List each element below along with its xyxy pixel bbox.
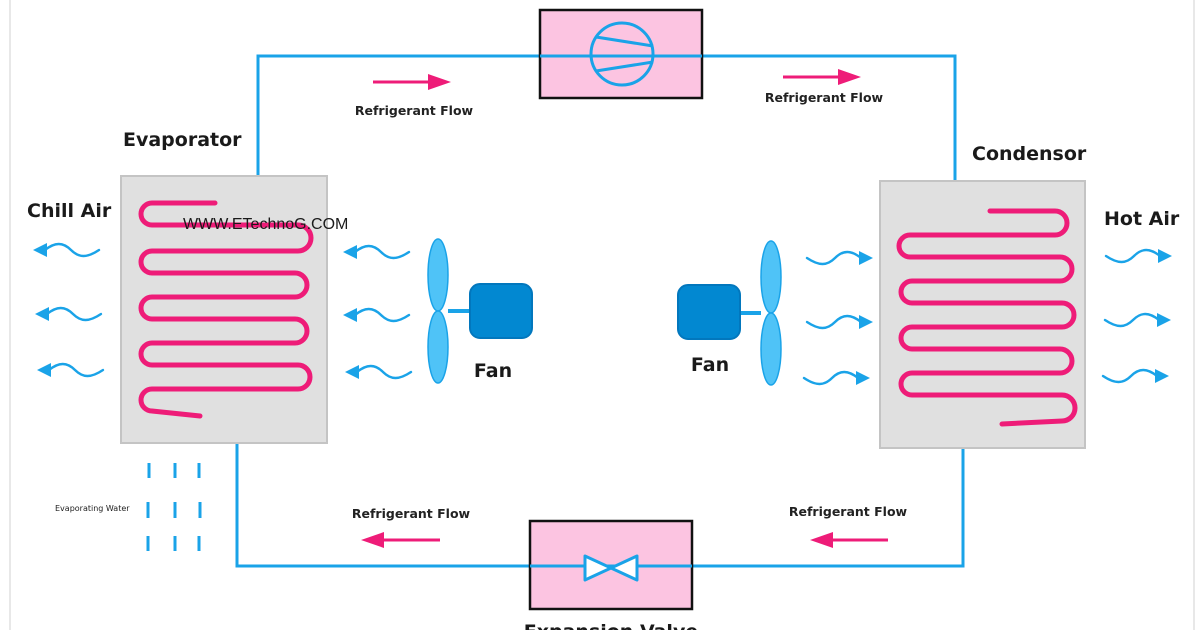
fan-right: Fan bbox=[677, 240, 782, 386]
air-arrow bbox=[343, 307, 411, 323]
air-arrow bbox=[1101, 368, 1169, 384]
fan-right-label: Fan bbox=[691, 354, 729, 376]
fan-left-label: Fan bbox=[474, 360, 512, 382]
evaporating-water-label: Evaporating Water bbox=[55, 504, 130, 513]
fan-icon bbox=[427, 238, 533, 384]
air-arrows-fan-right-in bbox=[802, 250, 873, 386]
flow-label-bottom-right: Refrigerant Flow bbox=[789, 504, 908, 519]
condenser-box bbox=[879, 180, 1086, 449]
air-arrows-hot-out bbox=[1101, 248, 1172, 384]
evaporator-coil bbox=[138, 200, 314, 419]
condenser-title: Condensor bbox=[972, 143, 1087, 165]
air-arrow bbox=[33, 242, 101, 258]
fan-icon bbox=[677, 240, 782, 386]
compressor-icon bbox=[589, 21, 655, 87]
expansion-valve: Expansion Valve bbox=[524, 519, 698, 630]
flow-arrow-bottom-right: Refrigerant Flow bbox=[789, 504, 908, 548]
air-arrow bbox=[37, 362, 105, 378]
air-arrow bbox=[805, 250, 873, 266]
evaporating-water-drips bbox=[146, 463, 202, 551]
flow-label-top-right: Refrigerant Flow bbox=[765, 90, 884, 105]
condenser-unit: Condensor bbox=[879, 143, 1087, 449]
air-arrow bbox=[805, 314, 873, 330]
compressor-box bbox=[538, 8, 704, 100]
flow-arrow-top-right: Refrigerant Flow bbox=[765, 69, 884, 105]
flow-arrow-bottom-left: Refrigerant Flow bbox=[352, 506, 471, 548]
evaporator-title: Evaporator bbox=[123, 129, 242, 151]
evaporator-unit: Evaporator bbox=[120, 129, 328, 444]
website-watermark: WWW.ETechnoG.COM bbox=[183, 216, 348, 233]
air-arrow bbox=[343, 244, 411, 260]
condenser-coil bbox=[896, 208, 1078, 427]
fan-left: Fan bbox=[427, 238, 533, 384]
bowtie-valve-icon bbox=[583, 554, 639, 582]
air-arrow bbox=[802, 370, 870, 386]
air-arrow bbox=[35, 306, 103, 322]
air-arrow bbox=[1103, 312, 1171, 328]
flow-arrow-top-left: Refrigerant Flow bbox=[355, 74, 474, 118]
air-arrows-fan-left-in bbox=[343, 244, 413, 380]
flow-label-top-left: Refrigerant Flow bbox=[355, 103, 474, 118]
flow-label-bottom-left: Refrigerant Flow bbox=[352, 506, 471, 521]
hot-air-label: Hot Air bbox=[1104, 208, 1180, 230]
air-arrows-chill-out bbox=[33, 242, 105, 378]
evaporator-box bbox=[120, 175, 328, 444]
compressor bbox=[538, 8, 704, 100]
chill-air-label: Chill Air bbox=[27, 200, 112, 222]
air-arrow bbox=[1104, 248, 1172, 264]
air-arrow bbox=[345, 364, 413, 380]
expansion-valve-label: Expansion Valve bbox=[524, 621, 698, 630]
